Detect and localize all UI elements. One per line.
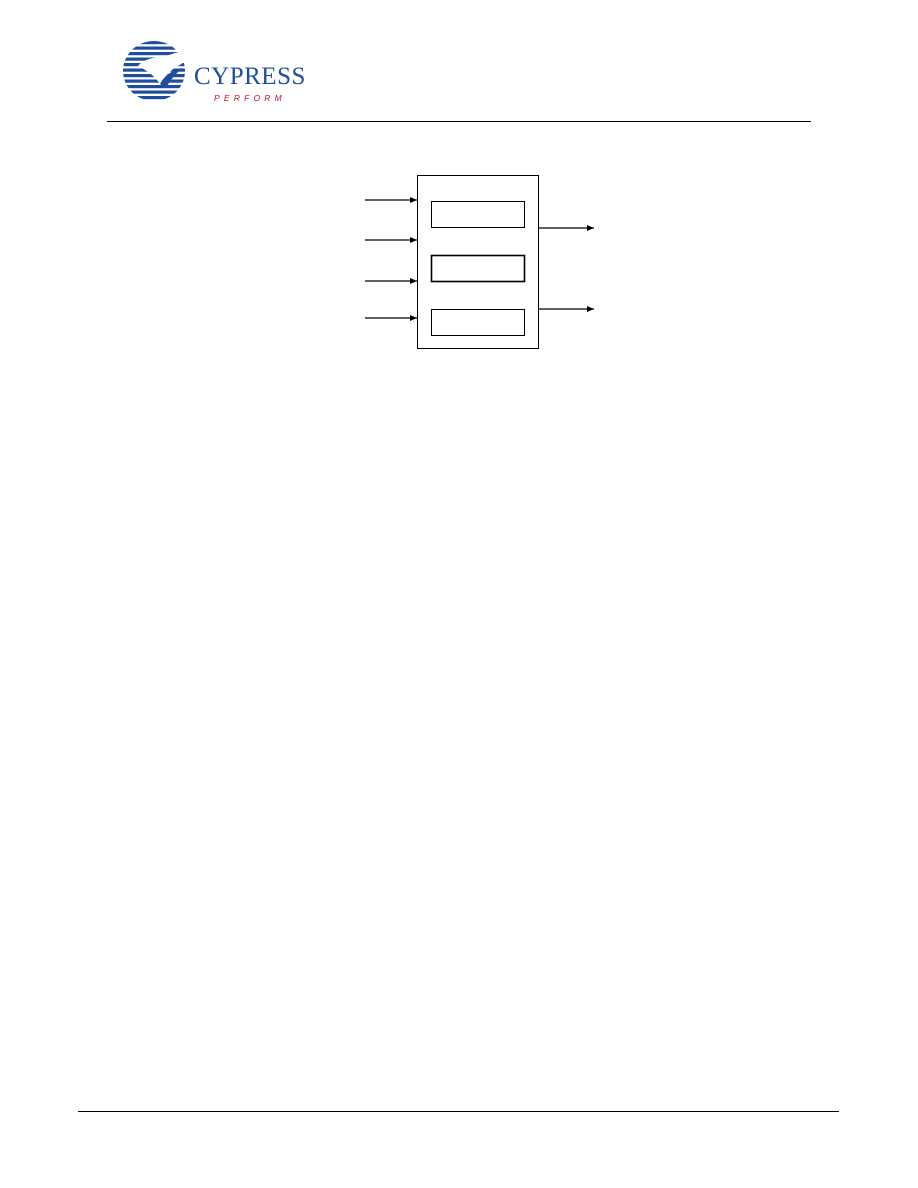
inner-block-3 [431, 309, 525, 336]
inner-block-1 [431, 201, 525, 228]
cypress-globe-icon [123, 41, 198, 100]
logo-tagline: PERFORM [214, 93, 286, 103]
header-rule [107, 121, 811, 122]
logo-wordmark: CYPRESS [194, 63, 306, 90]
cypress-logo: CYPRESS PERFORM [120, 36, 305, 110]
block-diagram [365, 175, 594, 349]
inner-block-2 [430, 254, 526, 283]
footer-rule [78, 1111, 839, 1112]
outer-block [417, 175, 539, 349]
